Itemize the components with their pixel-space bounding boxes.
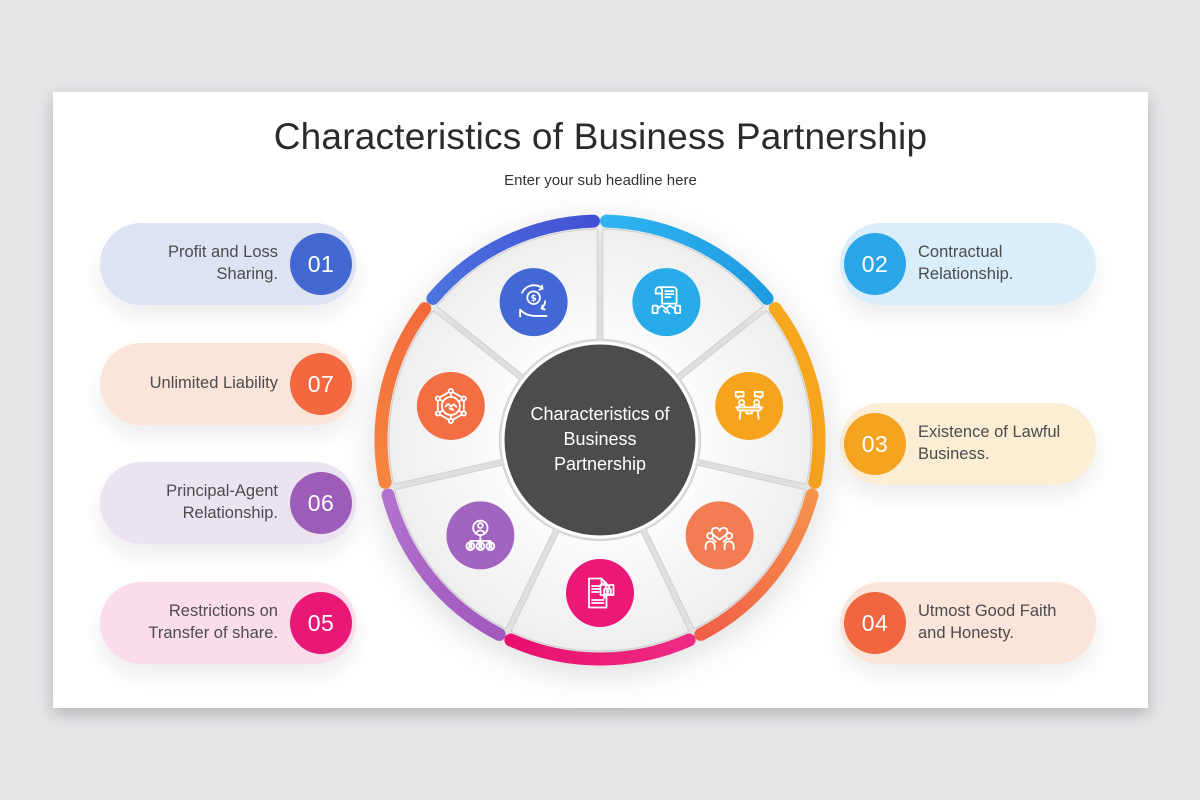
number-badge-03: 03: [844, 413, 906, 475]
svg-text:$: $: [531, 294, 537, 304]
wheel-arc-profit-sharing: [426, 214, 600, 305]
pill-label: Profit and Loss Sharing.: [167, 243, 278, 283]
pill-label: Existence of Lawful Business.: [918, 423, 1061, 463]
pill-unlimited-liability: Unlimited Liability 07: [100, 343, 356, 425]
wheel-arc-good-faith: [694, 488, 819, 641]
network-handshake-icon: [434, 387, 467, 424]
pill-contractual-relationship: 02 Contractual Relationship.: [840, 223, 1096, 305]
number-badge-04: 04: [844, 592, 906, 654]
wheel-arc-unlimited-liability: [374, 302, 432, 489]
trust-icon: [704, 526, 735, 551]
good-faith-circle: [685, 501, 754, 570]
partnership-wheel-svg: $: [374, 214, 826, 666]
wheel-arc-lawful-business: [768, 302, 826, 489]
page-title: Characteristics of Business Partnership: [273, 116, 928, 157]
wheel-center-circle: [501, 341, 699, 539]
pill-lawful-business: 03 Existence of Lawful Business.: [840, 403, 1096, 485]
meeting-icon: [734, 391, 764, 420]
pill-transfer-restrictions: Restrictions on Transfer of share. 05: [100, 582, 356, 664]
pill-label: Principal-Agent Relationship.: [166, 482, 278, 522]
slide: Characteristics of Business Partnership …: [53, 92, 1148, 708]
wheel-arc-contractual-relationship: [600, 214, 774, 305]
pill-principal-agent: Principal-Agent Relationship. 06: [100, 462, 356, 544]
pill-good-faith: 04 Utmost Good Faith and Honesty.: [840, 582, 1096, 664]
pill-label: Restrictions on Transfer of share.: [148, 602, 278, 642]
partnership-wheel: $ Characteristics of Business Partnershi…: [370, 210, 830, 670]
wheel-center-label: Characteristics of Business Partnership: [530, 404, 670, 475]
wheel-arc-principal-agent: [381, 488, 506, 641]
wheel-arc-transfer-restrictions: [504, 633, 696, 666]
pill-label: Contractual Relationship.: [918, 243, 1014, 283]
number-badge-02: 02: [844, 233, 906, 295]
number-badge-01: 01: [290, 233, 352, 295]
profit-sharing-circle: [499, 268, 568, 337]
restricted-document-icon: [588, 577, 615, 609]
contract-icon: [651, 286, 682, 315]
pill-label: Utmost Good Faith and Honesty.: [918, 602, 1057, 642]
contractual-relationship-circle: [632, 268, 701, 337]
page-subtitle: Enter your sub headline here: [504, 172, 697, 189]
number-badge-05: 05: [290, 592, 352, 654]
pill-label: Unlimited Liability: [149, 374, 278, 393]
money-hand-icon: $: [519, 284, 548, 318]
hierarchy-icon: [465, 519, 496, 551]
lawful-business-circle: [715, 371, 784, 440]
number-badge-06: 06: [290, 472, 352, 534]
pill-profit-loss-sharing: Profit and Loss Sharing. 01: [100, 223, 356, 305]
number-badge-07: 07: [290, 353, 352, 415]
